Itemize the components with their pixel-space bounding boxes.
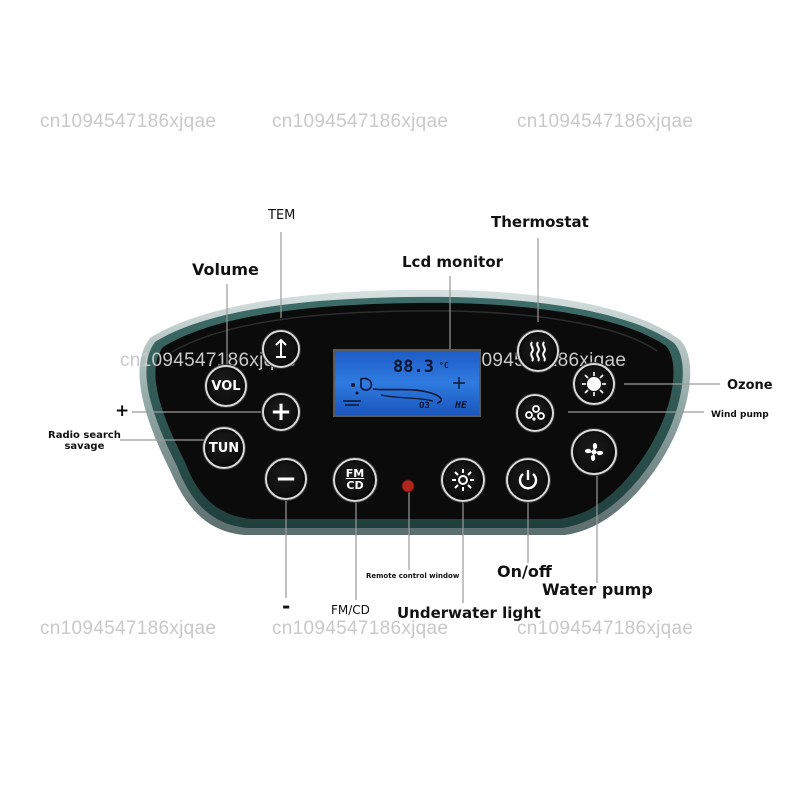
watermark-text: cn1094547186xjqae — [120, 350, 297, 371]
light-icon — [452, 469, 474, 491]
power-button[interactable] — [506, 458, 550, 502]
wind-pump-label: Wind pump — [711, 410, 769, 420]
radio-search-label: Radio search savage — [48, 430, 121, 452]
ozone-icon — [582, 372, 606, 396]
volume-up-button[interactable]: + — [262, 393, 300, 431]
plus-label: + — [115, 401, 130, 421]
volume-label: Volume — [192, 260, 259, 279]
bather-icon — [343, 377, 465, 406]
volume-button[interactable]: VOL — [205, 365, 247, 407]
minus-icon: − — [275, 464, 297, 494]
watermark-text: cn1094547186xjqae — [517, 618, 694, 639]
fm-cd-button[interactable]: FM CD — [333, 458, 377, 502]
plus-icon: + — [270, 397, 292, 427]
lcd-temperature: 88.3 — [393, 357, 434, 377]
water-pump-button[interactable] — [571, 429, 617, 475]
lcd-unit: °C — [439, 361, 449, 370]
lcd-monitor-label: Lcd monitor — [402, 253, 504, 271]
bubbles-icon — [525, 405, 545, 421]
onoff-label: On/off — [497, 562, 552, 581]
radio-search-button[interactable]: TUN — [203, 427, 245, 469]
tem-label: TEM — [268, 208, 296, 223]
fm-label: FM — [345, 467, 365, 480]
heater-icon — [530, 341, 546, 362]
cd-label: CD — [346, 479, 364, 492]
water-pump-label: Water pump — [542, 580, 653, 599]
temperature-button[interactable] — [262, 330, 300, 368]
minus-label: - — [282, 594, 291, 618]
watermark-text: cn1094547186xjqae — [517, 111, 694, 132]
fm-cd-label: FM/CD — [331, 603, 370, 617]
wind-pump-button[interactable] — [516, 394, 554, 432]
fan-icon — [584, 442, 604, 462]
watermark-text: cn1094547186xjqae — [40, 111, 217, 132]
lcd-heater: HE — [455, 400, 468, 411]
tun-label: TUN — [208, 440, 240, 456]
watermark-text: cn1094547186xjqae — [40, 618, 217, 639]
remote-window-label: Remote control window — [366, 572, 460, 580]
watermark-text: cn1094547186xjqae — [272, 618, 449, 639]
watermark-text: cn1094547186xjqae — [272, 111, 449, 132]
lcd-monitor-screen: 88.3 °C O3 HE — [333, 349, 481, 417]
underwater-light-label: Underwater light — [397, 604, 541, 622]
ozone-label: Ozone — [727, 378, 773, 393]
thermostat-label: Thermostat — [491, 213, 589, 231]
underwater-light-button[interactable] — [441, 458, 485, 502]
remote-window-led — [401, 479, 415, 493]
power-icon — [518, 470, 538, 490]
ozone-button[interactable] — [573, 363, 615, 405]
volume-down-button[interactable]: − — [265, 458, 307, 500]
temperature-icon — [275, 338, 287, 358]
vol-label: VOL — [211, 378, 241, 394]
thermostat-button[interactable] — [517, 330, 559, 372]
lcd-ozone: O3 — [419, 401, 430, 411]
pointer-lines — [120, 232, 720, 603]
